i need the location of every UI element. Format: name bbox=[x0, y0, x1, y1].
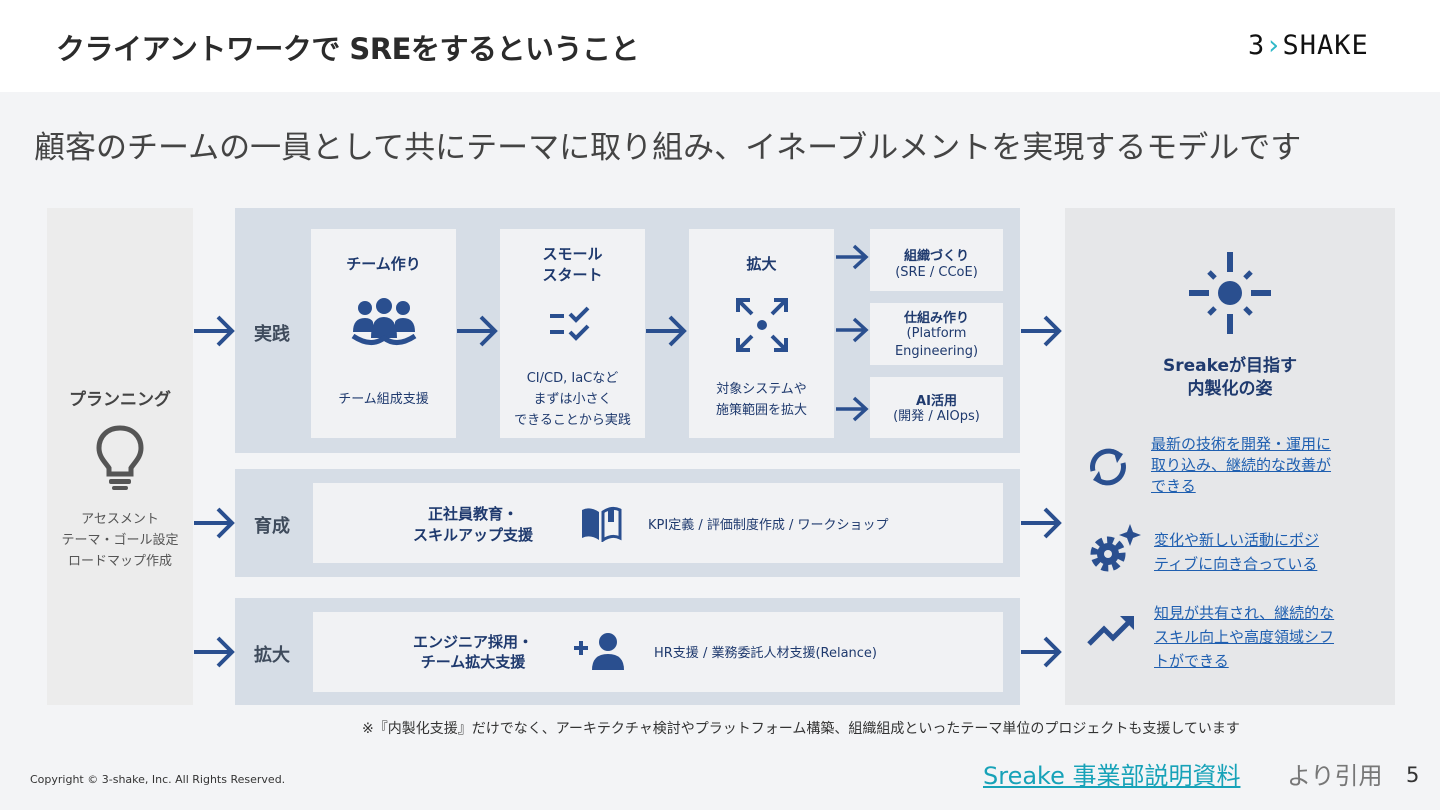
refresh-cycle-icon bbox=[1090, 448, 1126, 486]
goal-item-line[interactable]: 最新の技術を開発・運用に bbox=[1151, 435, 1332, 453]
goal-item-positive-change[interactable]: 変化や新しい活動にポジ ティブに向き合っている bbox=[1154, 528, 1319, 576]
team-building-text: チーム組成支援 bbox=[338, 392, 429, 407]
arrow-right-icon bbox=[836, 396, 869, 422]
team-people-icon bbox=[351, 298, 417, 345]
expand-text-line1: 対象システムや bbox=[716, 382, 807, 397]
small-start-title-line2: スタート bbox=[542, 266, 603, 284]
training-title-line2: スキルアップ支援 bbox=[412, 526, 533, 544]
expansion-label: 拡大 bbox=[254, 645, 290, 666]
checklist-icon bbox=[550, 306, 590, 341]
company-logo: 3›SHAKE bbox=[1248, 30, 1369, 61]
book-icon bbox=[582, 506, 622, 542]
add-user-icon bbox=[574, 633, 624, 670]
arrow-right-icon bbox=[194, 636, 235, 668]
arrow-right-icon bbox=[1021, 636, 1062, 668]
goal-item-line[interactable]: トができる bbox=[1154, 652, 1229, 670]
arrow-right-icon bbox=[457, 315, 498, 347]
goal-item-line[interactable]: 知見が共有され、継続的な bbox=[1154, 604, 1335, 622]
outcome-platform-title: 仕組み作り bbox=[903, 311, 969, 326]
outcome-ai-title: AI活用 bbox=[916, 394, 957, 409]
goal-item-knowledge-sharing[interactable]: 知見が共有され、継続的な スキル向上や高度領域シフ トができる bbox=[1154, 601, 1334, 673]
source-link[interactable]: Sreake 事業部説明資料 bbox=[983, 762, 1241, 790]
arrow-right-icon bbox=[1021, 507, 1062, 539]
logo-number: 3 bbox=[1248, 30, 1266, 61]
outcome-platform-card bbox=[870, 303, 1003, 365]
slide-header bbox=[0, 0, 1440, 92]
arrow-right-icon bbox=[836, 244, 869, 270]
team-building-title: チーム作り bbox=[346, 255, 421, 273]
small-start-text-line3: できることから実践 bbox=[514, 413, 631, 428]
logo-mark-icon: › bbox=[1265, 30, 1283, 61]
outcome-ai-text: (開発 / AIOps) bbox=[893, 409, 980, 424]
goal-item-line[interactable]: できる bbox=[1151, 477, 1196, 495]
planning-title: プランニング bbox=[69, 390, 171, 410]
arrow-right-icon bbox=[194, 315, 235, 347]
outcome-org-text: (SRE / CCoE) bbox=[895, 265, 978, 280]
arrow-right-icon bbox=[1021, 315, 1062, 347]
outcome-platform-text-line2: Engineering) bbox=[894, 344, 979, 359]
planning-line-goal-setting: テーマ・ゴール設定 bbox=[61, 533, 179, 548]
expansion-title-line2: チーム拡大支援 bbox=[420, 653, 526, 671]
outcome-org-title: 組織づくり bbox=[903, 249, 969, 264]
training-text: KPI定義 / 評価制度作成 / ワークショップ bbox=[648, 518, 889, 533]
outcome-ai-card bbox=[870, 377, 1003, 438]
practice-label: 実践 bbox=[254, 324, 290, 345]
goal-title: Sreakeが目指す 内製化の姿 bbox=[1065, 355, 1395, 401]
goal-item-line[interactable]: スキル向上や高度領域シフ bbox=[1154, 628, 1335, 646]
goal-title-line2: 内製化の姿 bbox=[1187, 379, 1273, 399]
slide-title: クライアントワークで SREをするということ bbox=[56, 32, 639, 66]
training-label: 育成 bbox=[254, 516, 290, 537]
expand-title: 拡大 bbox=[746, 255, 777, 273]
expand-arrows-icon bbox=[736, 298, 788, 352]
gear-sparkle-icon bbox=[1090, 524, 1141, 572]
copyright: Copyright © 3-shake, Inc. All Rights Res… bbox=[30, 773, 286, 786]
goal-item-line[interactable]: 変化や新しい活動にポジ bbox=[1154, 531, 1320, 549]
goal-item-continuous-improvement[interactable]: 最新の技術を開発・運用に 取り込み、継続的な改善が できる bbox=[1151, 434, 1331, 497]
expansion-card bbox=[313, 612, 1003, 692]
arrow-right-icon bbox=[836, 317, 869, 343]
trending-up-icon bbox=[1087, 616, 1134, 646]
arrow-right-icon bbox=[646, 315, 687, 347]
expansion-text: HR支援 / 業務委託人材支援(Relance) bbox=[654, 646, 878, 661]
outcome-org-card bbox=[870, 229, 1003, 291]
planning-panel bbox=[47, 208, 193, 705]
lightbulb-icon bbox=[96, 425, 144, 490]
training-title-line1: 正社員教育・ bbox=[427, 505, 518, 523]
goal-title-line1: Sreakeが目指す bbox=[1162, 356, 1297, 376]
goal-item-line[interactable]: ティブに向き合っている bbox=[1154, 555, 1318, 573]
source-suffix: より引用 bbox=[1287, 762, 1383, 790]
slide-subtitle: 顧客のチームの一員として共にテーマに取り組み、イネーブルメントを実現するモデルで… bbox=[34, 130, 1302, 166]
planning-line-roadmap: ロードマップ作成 bbox=[67, 554, 172, 569]
small-start-text-line1: CI/CD, IaCなど bbox=[526, 371, 619, 386]
training-card bbox=[313, 483, 1003, 563]
outcome-platform-text-line1: (Platform bbox=[906, 326, 967, 341]
goal-item-line[interactable]: 取り込み、継続的な改善が bbox=[1151, 456, 1332, 474]
expand-text-line2: 施策範囲を拡大 bbox=[715, 403, 807, 418]
planning-line-assessment: アセスメント bbox=[81, 512, 159, 527]
expand-card bbox=[689, 229, 834, 438]
footnote: ※『内製化支援』だけでなく、アーキテクチャ検討やプラットフォーム構築、組織組成と… bbox=[362, 721, 1240, 737]
arrow-right-icon bbox=[194, 507, 235, 539]
expansion-title-line1: エンジニア採用・ bbox=[412, 633, 533, 651]
sparkle-icon bbox=[1189, 252, 1271, 334]
logo-brand: SHAKE bbox=[1282, 30, 1369, 61]
small-start-text-line2: まずは小さく bbox=[533, 392, 612, 407]
small-start-title-line1: スモール bbox=[542, 245, 603, 263]
page-number: 5 bbox=[1406, 763, 1420, 787]
